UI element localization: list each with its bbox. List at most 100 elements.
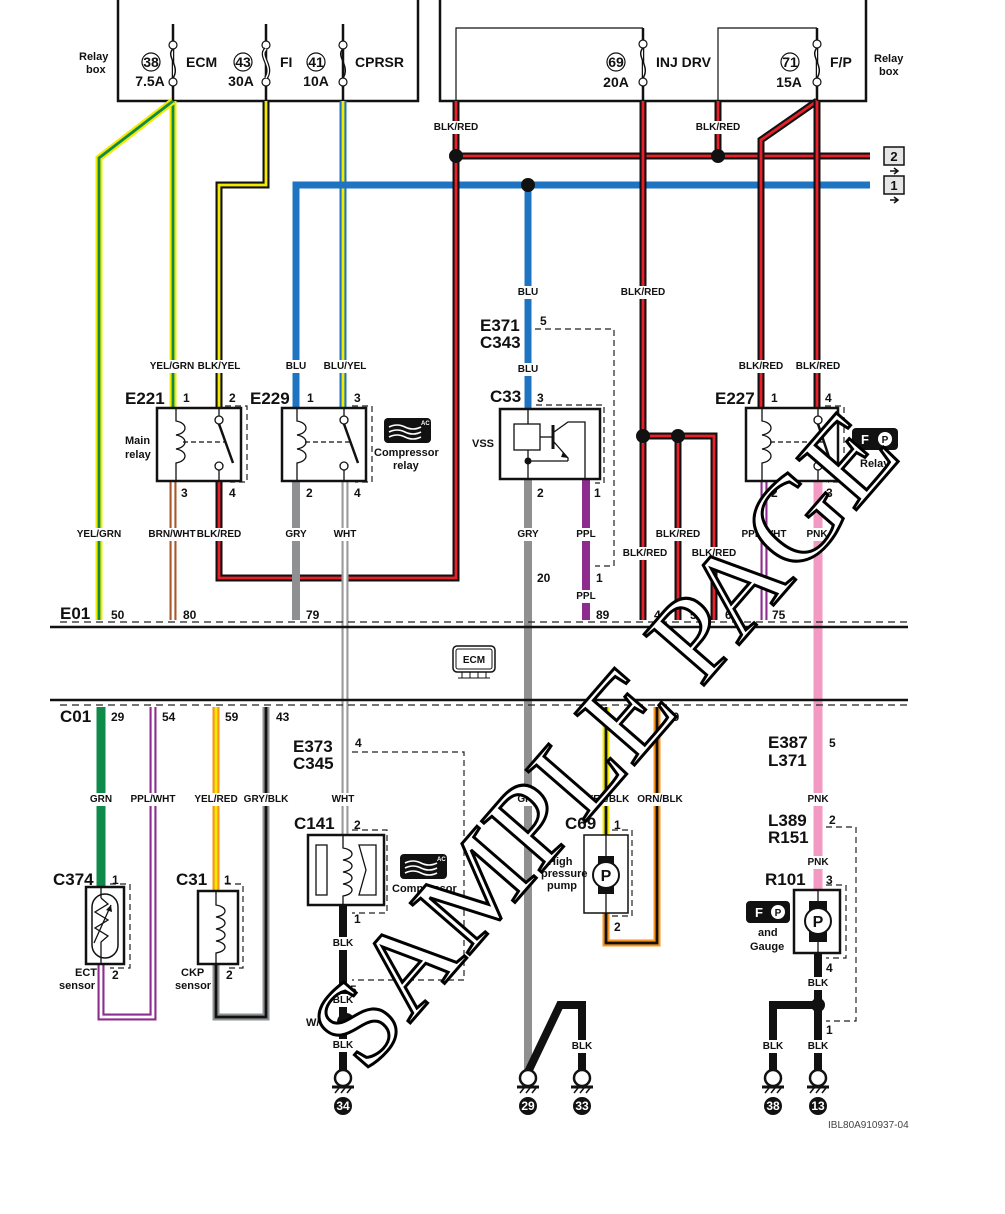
pin-number: 5: [540, 314, 547, 328]
relay-box-label: Relay: [79, 51, 109, 63]
ground-29: 29: [515, 1068, 541, 1117]
connector-id: E373: [293, 737, 333, 756]
fp-icon-f: F: [755, 905, 763, 920]
junctions: [337, 149, 825, 1031]
wire-label: GRY: [285, 529, 307, 540]
fp-icon-p: P: [882, 435, 889, 446]
wire-label: YEL/GRN: [150, 361, 194, 372]
label-gap: [195, 360, 243, 373]
pump-p-icon: P: [813, 914, 824, 931]
pin-number: 2: [354, 818, 361, 832]
wire-label: PPL: [576, 591, 595, 602]
pin-number: 1: [183, 391, 190, 405]
connector-id: C33: [490, 387, 521, 406]
wire-label: BLK/RED: [197, 529, 241, 540]
label-gap: [693, 121, 743, 134]
label-gap: [331, 528, 359, 541]
ground-number: 34: [336, 1099, 350, 1113]
label-gap: [330, 937, 357, 950]
pin-number: 54: [162, 710, 176, 724]
relay-box-label-2: box: [879, 66, 899, 78]
ckp-sensor: C31 1 2 CKP sensor: [175, 870, 244, 992]
ground-number: 38: [766, 1099, 780, 1113]
label-gap: [804, 528, 831, 541]
wire-blk-38: [769, 1001, 818, 1070]
component-name: CKP: [181, 967, 204, 979]
continuation-1[interactable]: 1: [883, 175, 905, 204]
wire-label: BLU: [518, 364, 539, 375]
pin-number: 2: [306, 486, 313, 500]
wire-label: BLK/YEL: [198, 361, 241, 372]
connector-id: E221: [125, 389, 165, 408]
fuse-41-cprsr: 41 10A CPRSR: [303, 24, 404, 101]
fuel-pump-icon: F P: [852, 428, 898, 450]
label-gap: [618, 286, 668, 299]
fuse-69-inj-drv: 69 20A INJ DRV: [603, 28, 712, 101]
fuse-number: 43: [235, 54, 251, 70]
wire-label: ORN/BLK: [637, 794, 683, 805]
ecm-icon: ECM: [452, 645, 496, 679]
label-gap: [736, 360, 786, 373]
connector-id: E371: [480, 316, 520, 335]
component-name: ECT: [75, 967, 97, 979]
wire-label: BLK/RED: [656, 529, 700, 540]
wire-label: GRN: [90, 794, 112, 805]
component-name: and: [758, 927, 778, 939]
fp-icon-f: F: [861, 432, 869, 447]
ground-34: 34: [330, 1068, 356, 1117]
inline-connector-e371: E371 C343 5: [480, 314, 615, 567]
wire-label: GRY: [517, 794, 539, 805]
wire-label: PPL/WHT: [131, 794, 176, 805]
pin-number: 4: [619, 710, 626, 724]
component-name: sensor: [175, 980, 212, 992]
label-gap: [805, 856, 832, 869]
wire-label: BLK/RED: [696, 122, 740, 133]
label-gap: [74, 528, 124, 541]
fuel-pump-icon: F P: [746, 901, 790, 923]
fuel-pump-and-gauge: P R101 3 4 F P and Gauge: [746, 870, 847, 975]
pin-number: 1: [307, 391, 314, 405]
wire-label: BLU: [286, 361, 307, 372]
junction-dot: [521, 178, 535, 192]
pin-number: 1: [614, 818, 621, 832]
ground-33: 33: [569, 1068, 595, 1117]
wire-label: BLK: [572, 1041, 593, 1052]
ac-icon: AC: [384, 418, 431, 443]
pin-number: 5: [690, 608, 697, 622]
pin-number: 3: [826, 486, 833, 500]
label-gap: [515, 793, 541, 806]
ground-number: 29: [521, 1099, 535, 1113]
component-name: relay: [125, 449, 152, 461]
wire-label: WHT: [332, 794, 355, 805]
junction-dot: [671, 429, 685, 443]
pin-number: 43: [276, 710, 290, 724]
ground-38: 38: [760, 1068, 786, 1117]
label-gap: [574, 590, 598, 603]
arrow-right-icon: [890, 196, 900, 204]
wire-label: WHT: [334, 529, 357, 540]
component-name: High: [548, 856, 573, 868]
label-gap: [584, 793, 633, 806]
component-name: VSS: [472, 438, 494, 450]
wire-ppl-wht-ect-stripe: [99, 707, 155, 1019]
continuation-2[interactable]: 2: [883, 146, 905, 175]
label-gap: [805, 793, 832, 806]
fuse-name: ECM: [186, 54, 217, 70]
connector-id: E387: [768, 733, 808, 752]
wire-label: BLK: [808, 978, 829, 989]
fuse-number: 71: [782, 54, 798, 70]
label-gap: [146, 528, 198, 541]
fuse-name: FI: [280, 54, 292, 70]
ac-icon-text: AC: [421, 421, 430, 427]
connector-id: L389: [768, 811, 807, 830]
pin-number: 29: [111, 710, 125, 724]
pin-number: 1: [354, 912, 361, 926]
pin-number: 4: [825, 391, 832, 405]
pump-p-icon: P: [601, 868, 612, 885]
compressor-relay: E229 1 3 2 4 AC Compressor relay: [250, 389, 440, 500]
label-gap: [739, 528, 789, 541]
pin-number: 2: [829, 813, 836, 827]
wire-label: PPL/WHT: [742, 529, 787, 540]
pin-number: 1: [112, 873, 119, 887]
